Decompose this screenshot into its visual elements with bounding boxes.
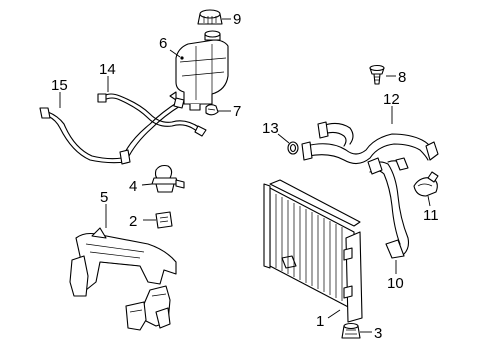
callout-10: 10 xyxy=(387,275,404,292)
callout-8: 8 xyxy=(398,69,406,86)
part-2-mount xyxy=(155,211,173,229)
callout-6: 6 xyxy=(159,35,167,52)
part-6-expansion-tank xyxy=(169,30,229,111)
part-12-upper-hose xyxy=(301,121,439,165)
part-10-lower-hose xyxy=(367,157,410,259)
leader-6 xyxy=(169,49,181,58)
callout-15: 15 xyxy=(51,77,68,94)
callout-2: 2 xyxy=(129,213,137,230)
callout-4: 4 xyxy=(129,178,137,195)
callout-9: 9 xyxy=(233,11,241,28)
leader-13 xyxy=(277,133,290,144)
callout-14: 14 xyxy=(99,61,116,78)
callout-1: 1 xyxy=(316,313,324,330)
part-4-connector xyxy=(151,164,185,193)
part-9-reservoir-cap xyxy=(197,9,223,25)
leader-11 xyxy=(427,195,431,207)
callout-12: 12 xyxy=(383,91,400,108)
callout-7: 7 xyxy=(233,103,241,120)
part-1-radiator xyxy=(263,179,363,323)
part-15-vent-hose xyxy=(39,97,185,165)
part-3-drain-plug xyxy=(341,322,361,339)
leader-1 xyxy=(327,309,341,319)
callout-3: 3 xyxy=(374,325,382,342)
part-5-fan-shroud xyxy=(69,227,177,331)
callout-13: 13 xyxy=(262,120,279,137)
part-8-bleed-screw xyxy=(369,64,385,85)
callout-11: 11 xyxy=(423,207,439,224)
part-7-clip xyxy=(205,104,219,116)
callout-5: 5 xyxy=(100,189,108,206)
part-14-vent-hose xyxy=(97,93,207,137)
part-13-o-ring xyxy=(287,141,299,155)
part-11-hose-clamp xyxy=(413,171,439,197)
leader-4 xyxy=(141,183,153,186)
